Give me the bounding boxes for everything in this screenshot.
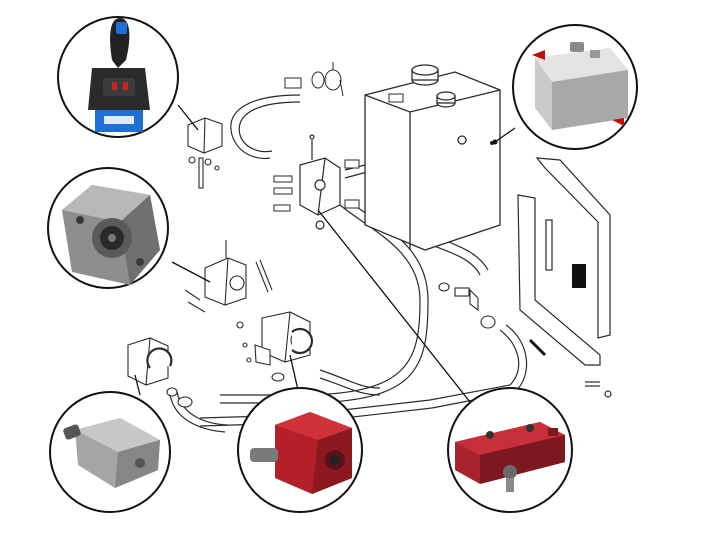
joystick-icon [88, 18, 150, 132]
joystick-bracket-drawing [187, 117, 223, 189]
hose-top-loop [230, 94, 301, 160]
gear-pump-drawing [236, 311, 314, 382]
leader-lines [134, 104, 516, 403]
hose-lower-right [199, 329, 520, 419]
mounting-bracket [517, 157, 612, 398]
central-valve-drawing [273, 62, 404, 230]
gear-pump-icon [250, 412, 352, 494]
callout-directional-valve [447, 387, 573, 513]
tank-icon [532, 42, 628, 130]
filter-drawing [438, 282, 496, 329]
valve-icon [455, 422, 565, 492]
pto-flange-icon [62, 185, 160, 285]
hose-left-pump [169, 394, 226, 433]
hose-return [220, 204, 421, 396]
hose-pump-center [319, 369, 381, 389]
oil-tank-drawing [364, 64, 501, 251]
left-pump-drawing [127, 337, 193, 408]
callout-oil-tank [512, 24, 638, 150]
callout-joystick [57, 16, 179, 138]
callout-pto-flange [47, 167, 169, 289]
callout-gear-pump [237, 387, 363, 513]
piston-pump-icon [63, 418, 160, 488]
callout-axial-piston-pump [49, 391, 171, 513]
pto-drawing [184, 240, 273, 313]
